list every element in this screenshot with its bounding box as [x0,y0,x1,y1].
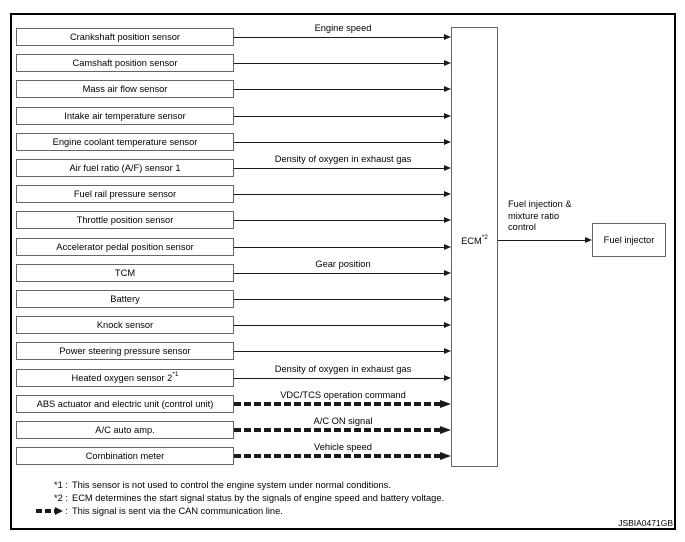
footnotes: *1 : This sensor is not used to control t… [30,480,444,518]
sensor-label: Accelerator pedal position sensor [56,242,194,252]
arrowhead-icon [440,426,451,434]
arrowhead-icon [585,237,592,243]
arrowhead-icon [444,270,451,276]
footnote-text: This signal is sent via the CAN communic… [72,505,283,516]
signal-arrow [234,116,445,117]
sensor-box: Engine coolant temperature sensor [16,133,234,151]
sensor-label: Air fuel ratio (A/F) sensor 1 [69,163,181,173]
arrowhead-icon [444,191,451,197]
signal-arrow [234,89,445,90]
sensor-box: Fuel rail pressure sensor [16,185,234,203]
arrowhead-icon [444,60,451,66]
sensor-box: Camshaft position sensor [16,54,234,72]
signal-arrow [234,63,445,64]
signal-arrow [234,142,445,143]
signal-arrow [234,168,445,169]
footnote-marker: : [30,506,68,516]
signal-arrow [234,299,445,300]
sensor-label: A/C auto amp. [95,425,155,435]
arrowhead-icon [444,113,451,119]
arrowhead-icon [444,139,451,145]
signal-arrow [234,273,445,274]
sensor-box: TCM [16,264,234,282]
arrowhead-icon [444,322,451,328]
output-arrow [498,240,585,241]
figure-code: JSBIA0471GB [618,518,673,528]
output-signal-label: Fuel injection & mixture ratio control [508,199,572,232]
sensor-label: Fuel rail pressure sensor [73,189,177,199]
sensor-label: Combination meter [85,451,165,461]
sensor-label: Engine coolant temperature sensor [52,137,198,147]
signal-arrow [234,220,445,221]
sensor-label: Heated oxygen sensor 2*1 [71,370,179,383]
signal-arrow-dashed [234,454,440,458]
sensor-box: Battery [16,290,234,308]
arrowhead-icon [444,217,451,223]
footnote-row: : This signal is sent via the CAN communi… [30,506,444,519]
signal-label: A/C ON signal [313,416,373,426]
sensor-label: Power steering pressure sensor [59,346,191,356]
sensor-label: Camshaft position sensor [72,58,178,68]
arrowhead-icon [444,348,451,354]
signal-arrow [234,194,445,195]
footnote-marker: *2 : [54,492,68,503]
footnote-row: *1 : This sensor is not used to control t… [30,480,444,493]
arrowhead-icon [444,375,451,381]
signal-label: Engine speed [314,23,372,33]
signal-label: Density of oxygen in exhaust gas [274,364,412,374]
signal-arrow [234,37,445,38]
signal-arrow [234,325,445,326]
arrowhead-icon [444,86,451,92]
sensor-box: Combination meter [16,447,234,465]
sensor-label: Intake air temperature sensor [64,111,186,121]
signal-arrow-dashed [234,428,440,432]
sensor-label: ABS actuator and electric unit (control … [36,399,214,409]
arrowhead-icon [440,400,451,408]
signal-label: Vehicle speed [314,442,372,452]
can-dashed-arrow-icon [35,506,63,516]
sensor-box: Throttle position sensor [16,211,234,229]
sensor-box: Air fuel ratio (A/F) sensor 1 [16,159,234,177]
footnote-row: *2 : ECM determines the start signal stat… [30,493,444,506]
sensor-box: Intake air temperature sensor [16,107,234,125]
fuel-injector-box: Fuel injector [592,223,666,257]
arrowhead-icon [444,34,451,40]
sensor-label: Throttle position sensor [76,215,174,225]
sensor-label: TCM [114,268,136,278]
arrowhead-icon [444,244,451,250]
signal-arrow [234,378,445,379]
signal-label: VDC/TCS operation command [280,390,406,400]
footnote-text: ECM determines the start signal status b… [72,492,445,503]
footnote-text: This sensor is not used to control the e… [72,480,391,490]
arrowhead-icon [444,296,451,302]
sensor-label: Mass air flow sensor [82,84,168,94]
footnote-marker: *1 : [54,480,68,490]
sensor-box: A/C auto amp. [16,421,234,439]
signal-arrow [234,247,445,248]
sensor-box: Mass air flow sensor [16,80,234,98]
ecm-label: ECM*2 [461,233,488,246]
sensor-label: Knock sensor [96,320,154,330]
sensor-box: Power steering pressure sensor [16,342,234,360]
sensor-box: Crankshaft position sensor [16,28,234,46]
sensor-box: Heated oxygen sensor 2*1 [16,369,234,387]
fuel-injector-label: Fuel injector [603,235,655,245]
signal-arrow-dashed [234,402,440,406]
diagram-border [10,13,676,530]
sensor-box: Accelerator pedal position sensor [16,238,234,256]
sensor-box: Knock sensor [16,316,234,334]
arrowhead-icon [440,452,451,460]
arrowhead-icon [444,165,451,171]
signal-arrow [234,351,445,352]
sensor-box: ABS actuator and electric unit (control … [16,395,234,413]
ecm-footnote-ref: *2 [481,233,488,241]
sensor-label: Battery [110,294,140,304]
ecm-box [451,27,498,467]
signal-label: Density of oxygen in exhaust gas [274,154,412,164]
signal-label: Gear position [315,259,371,269]
sensor-label: Crankshaft position sensor [69,32,181,42]
